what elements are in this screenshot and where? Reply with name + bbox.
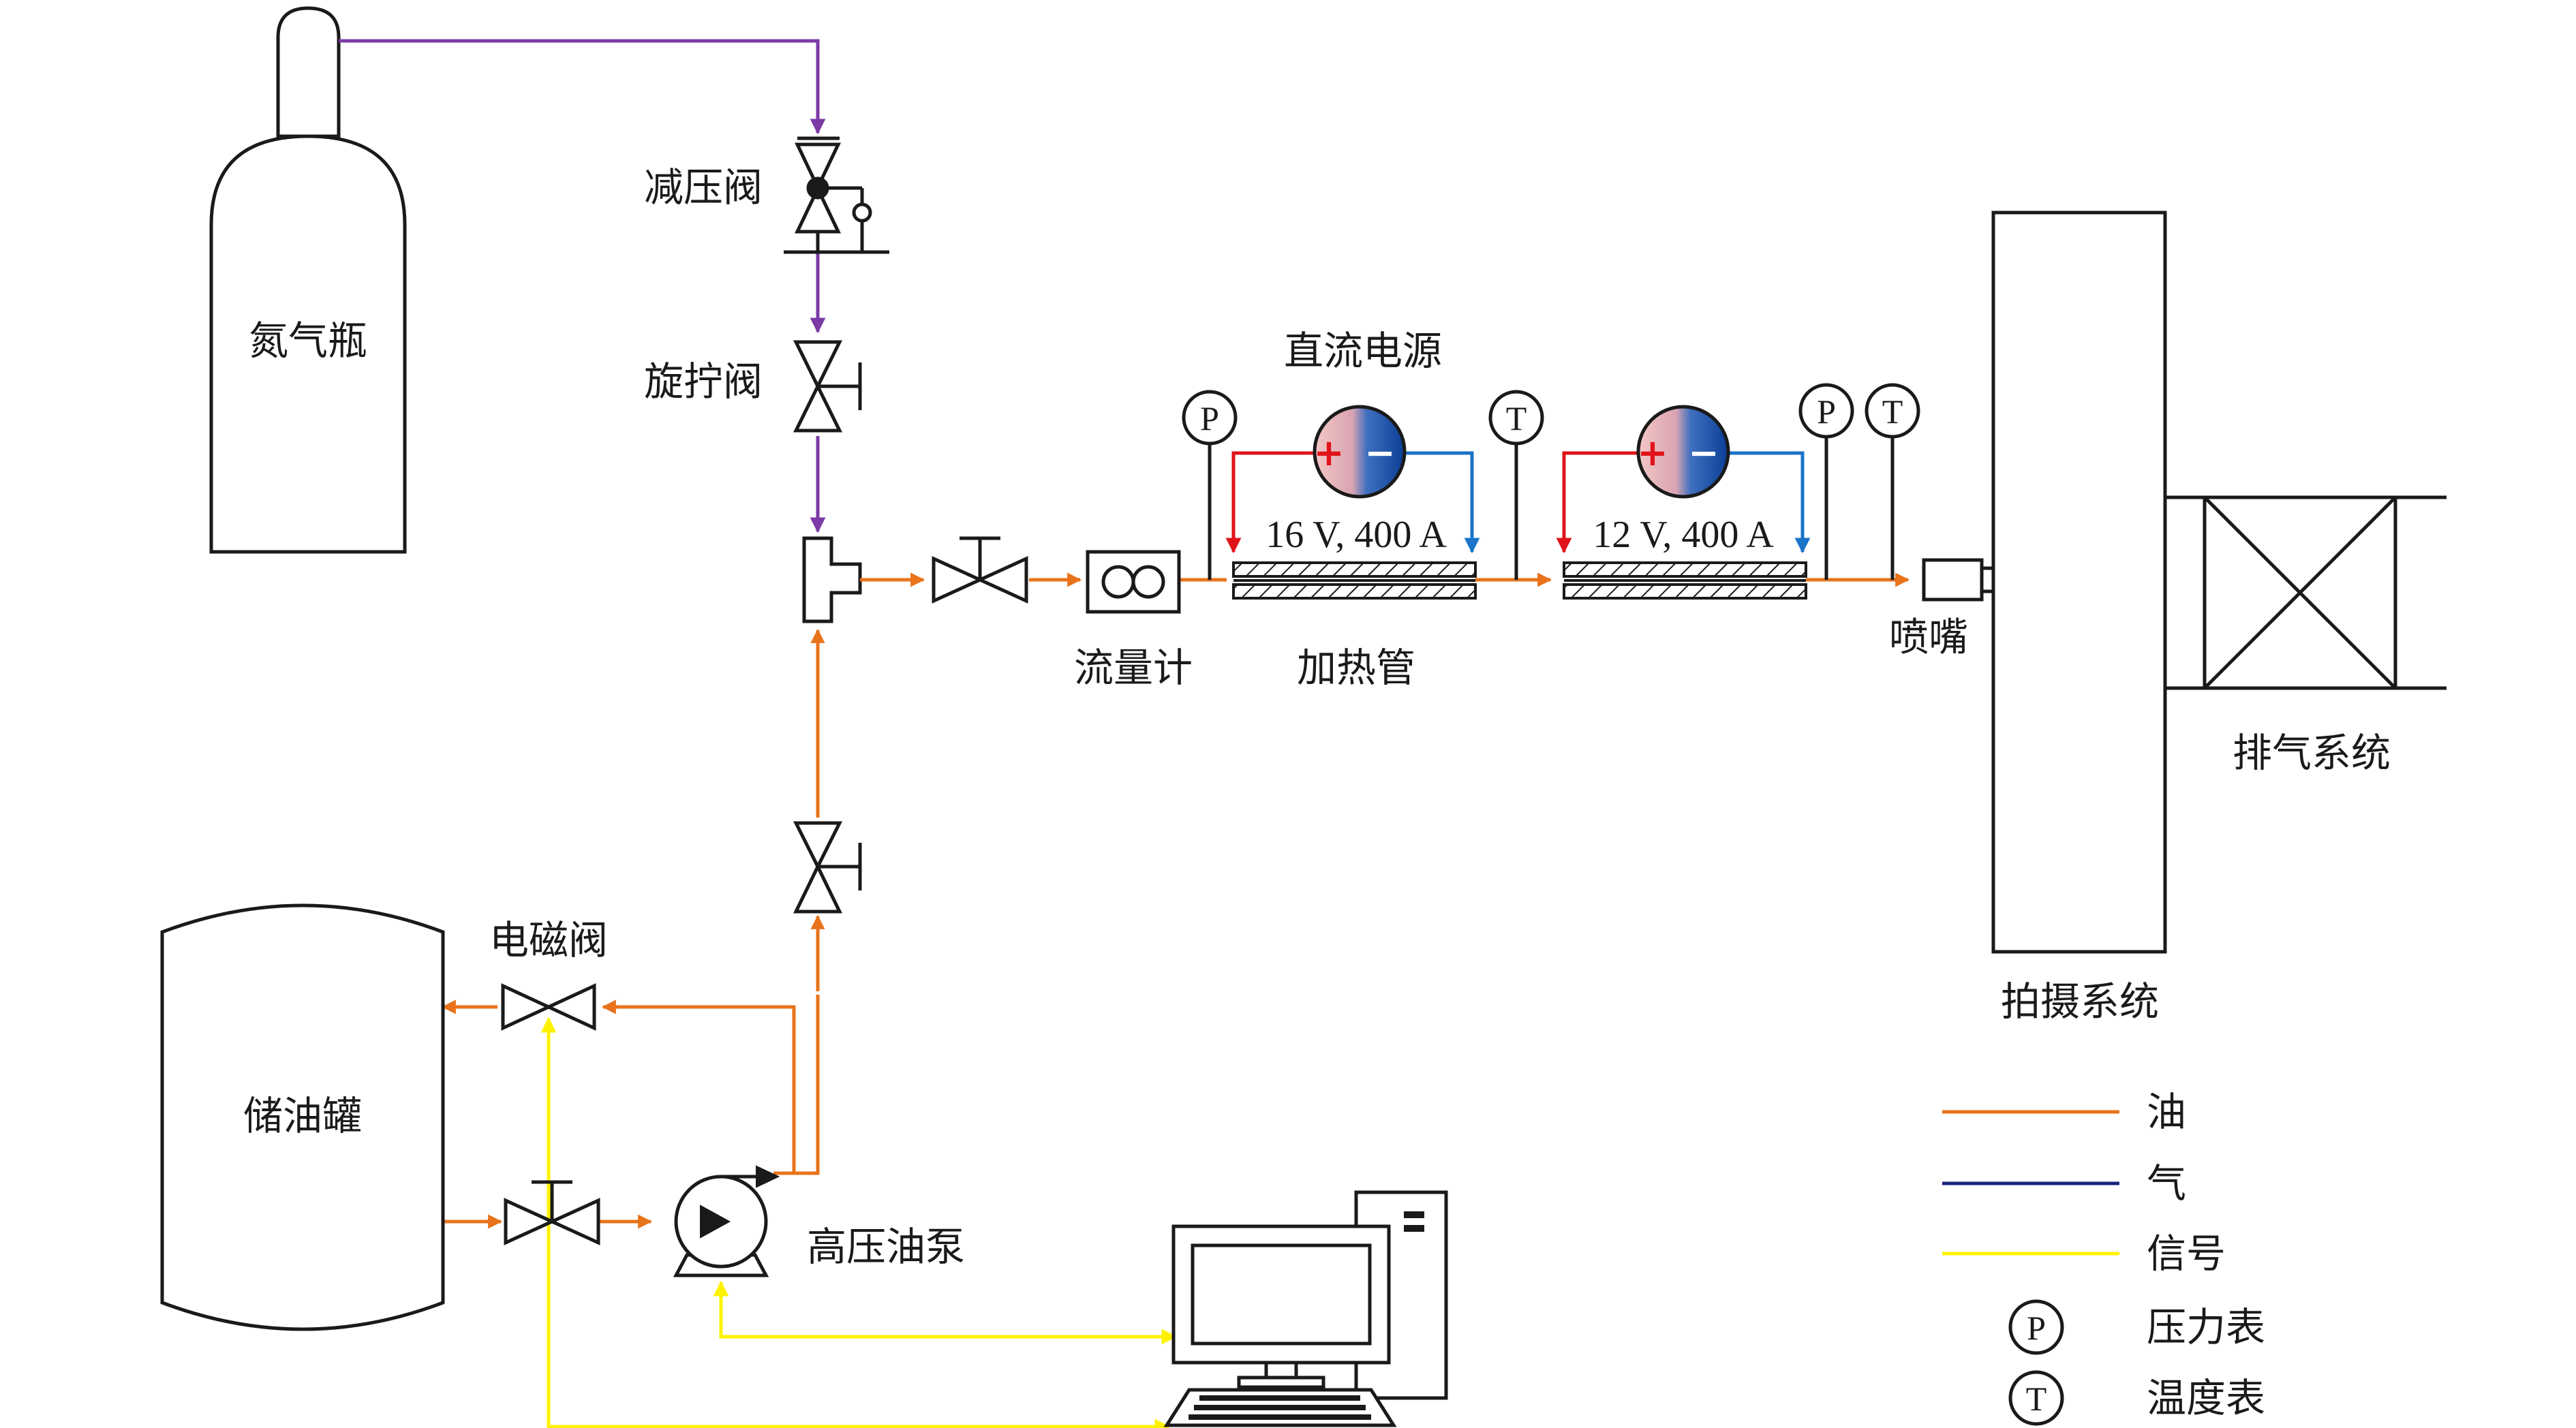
hp-pump-label: 高压油泵 — [807, 1224, 965, 1270]
temperature-gauge-1-symbol: T — [1506, 399, 1527, 437]
pressure-gauge-2-symbol: P — [1817, 392, 1836, 431]
nitrogen-bottle — [209, 6, 407, 554]
nozzle — [1922, 558, 1999, 602]
manual-valve-oil — [932, 536, 1028, 604]
heating-tube-label: 加热管 — [1297, 645, 1415, 691]
legend — [1942, 1110, 2119, 1426]
tee-joint — [802, 536, 862, 623]
temperature-gauge-2-symbol: T — [1882, 392, 1903, 431]
solenoid-valve — [501, 983, 596, 1031]
pressure-gauge-1-symbol: P — [1200, 399, 1219, 437]
legend-pressure-symbol: P — [2027, 1309, 2046, 1347]
nitrogen-bottle-label: 氮气瓶 — [249, 317, 367, 364]
pressure-reducing-valve — [784, 136, 889, 254]
camera-system — [1991, 211, 2167, 954]
dc-power-supply-2 — [1556, 405, 1811, 554]
dc-power-supply-1 — [1225, 405, 1480, 554]
screw-valve-gas — [793, 340, 862, 433]
dc-power-label: 直流电源 — [1284, 328, 1442, 374]
plus-sign-1: + — [1313, 431, 1344, 474]
screw-valve-oil — [793, 821, 862, 914]
nozzle-label: 喷嘴 — [1889, 614, 1968, 660]
solenoid-valve-label: 电磁阀 — [489, 917, 608, 963]
minus-sign-2: − — [1688, 431, 1719, 474]
flowmeter-label: 流量计 — [1074, 645, 1193, 691]
high-pressure-oil-pump — [673, 1165, 780, 1277]
exhaust-system — [2165, 495, 2447, 690]
legend-pressure-icon — [2008, 1299, 2064, 1355]
legend-temperature-icon — [2008, 1370, 2064, 1426]
manual-valve-pump-inlet — [504, 1180, 600, 1245]
camera-system-label: 拍摄系统 — [2001, 978, 2159, 1025]
oil-tank — [160, 903, 445, 1331]
temperature-gauge-1 — [1488, 390, 1544, 580]
legend-pressure-label: 压力表 — [2147, 1304, 2265, 1350]
reducing-valve-label: 减压阀 — [644, 164, 763, 211]
keyboard-keys — [1189, 1395, 1371, 1420]
legend-oil-label: 油 — [2147, 1089, 2186, 1135]
heating-tube-2 — [1563, 561, 1807, 600]
temperature-gauge-2 — [1865, 383, 1920, 580]
legend-temperature-symbol: T — [2026, 1380, 2047, 1418]
computer — [1163, 1190, 1448, 1427]
heater-2-rating: 12 V, 400 A — [1593, 514, 1774, 556]
heater-1-rating: 16 V, 400 A — [1266, 514, 1447, 556]
legend-gas-label: 气 — [2147, 1160, 2186, 1207]
legend-temperature-label: 温度表 — [2147, 1375, 2265, 1421]
oil-tank-label: 储油罐 — [243, 1093, 362, 1139]
heating-tube-1 — [1232, 561, 1477, 600]
pressure-gauge-1 — [1182, 390, 1238, 580]
screw-valve-label: 旋拧阀 — [644, 358, 763, 405]
signal-lines — [540, 1016, 1178, 1428]
minus-sign-1: − — [1364, 431, 1395, 474]
plus-sign-2: + — [1637, 431, 1668, 474]
pressure-gauge-2 — [1798, 383, 1854, 580]
exhaust-system-label: 排气系统 — [2233, 730, 2391, 776]
gas-pipe — [339, 39, 826, 533]
legend-signal-label: 信号 — [2147, 1230, 2226, 1277]
flowmeter — [1086, 550, 1181, 614]
